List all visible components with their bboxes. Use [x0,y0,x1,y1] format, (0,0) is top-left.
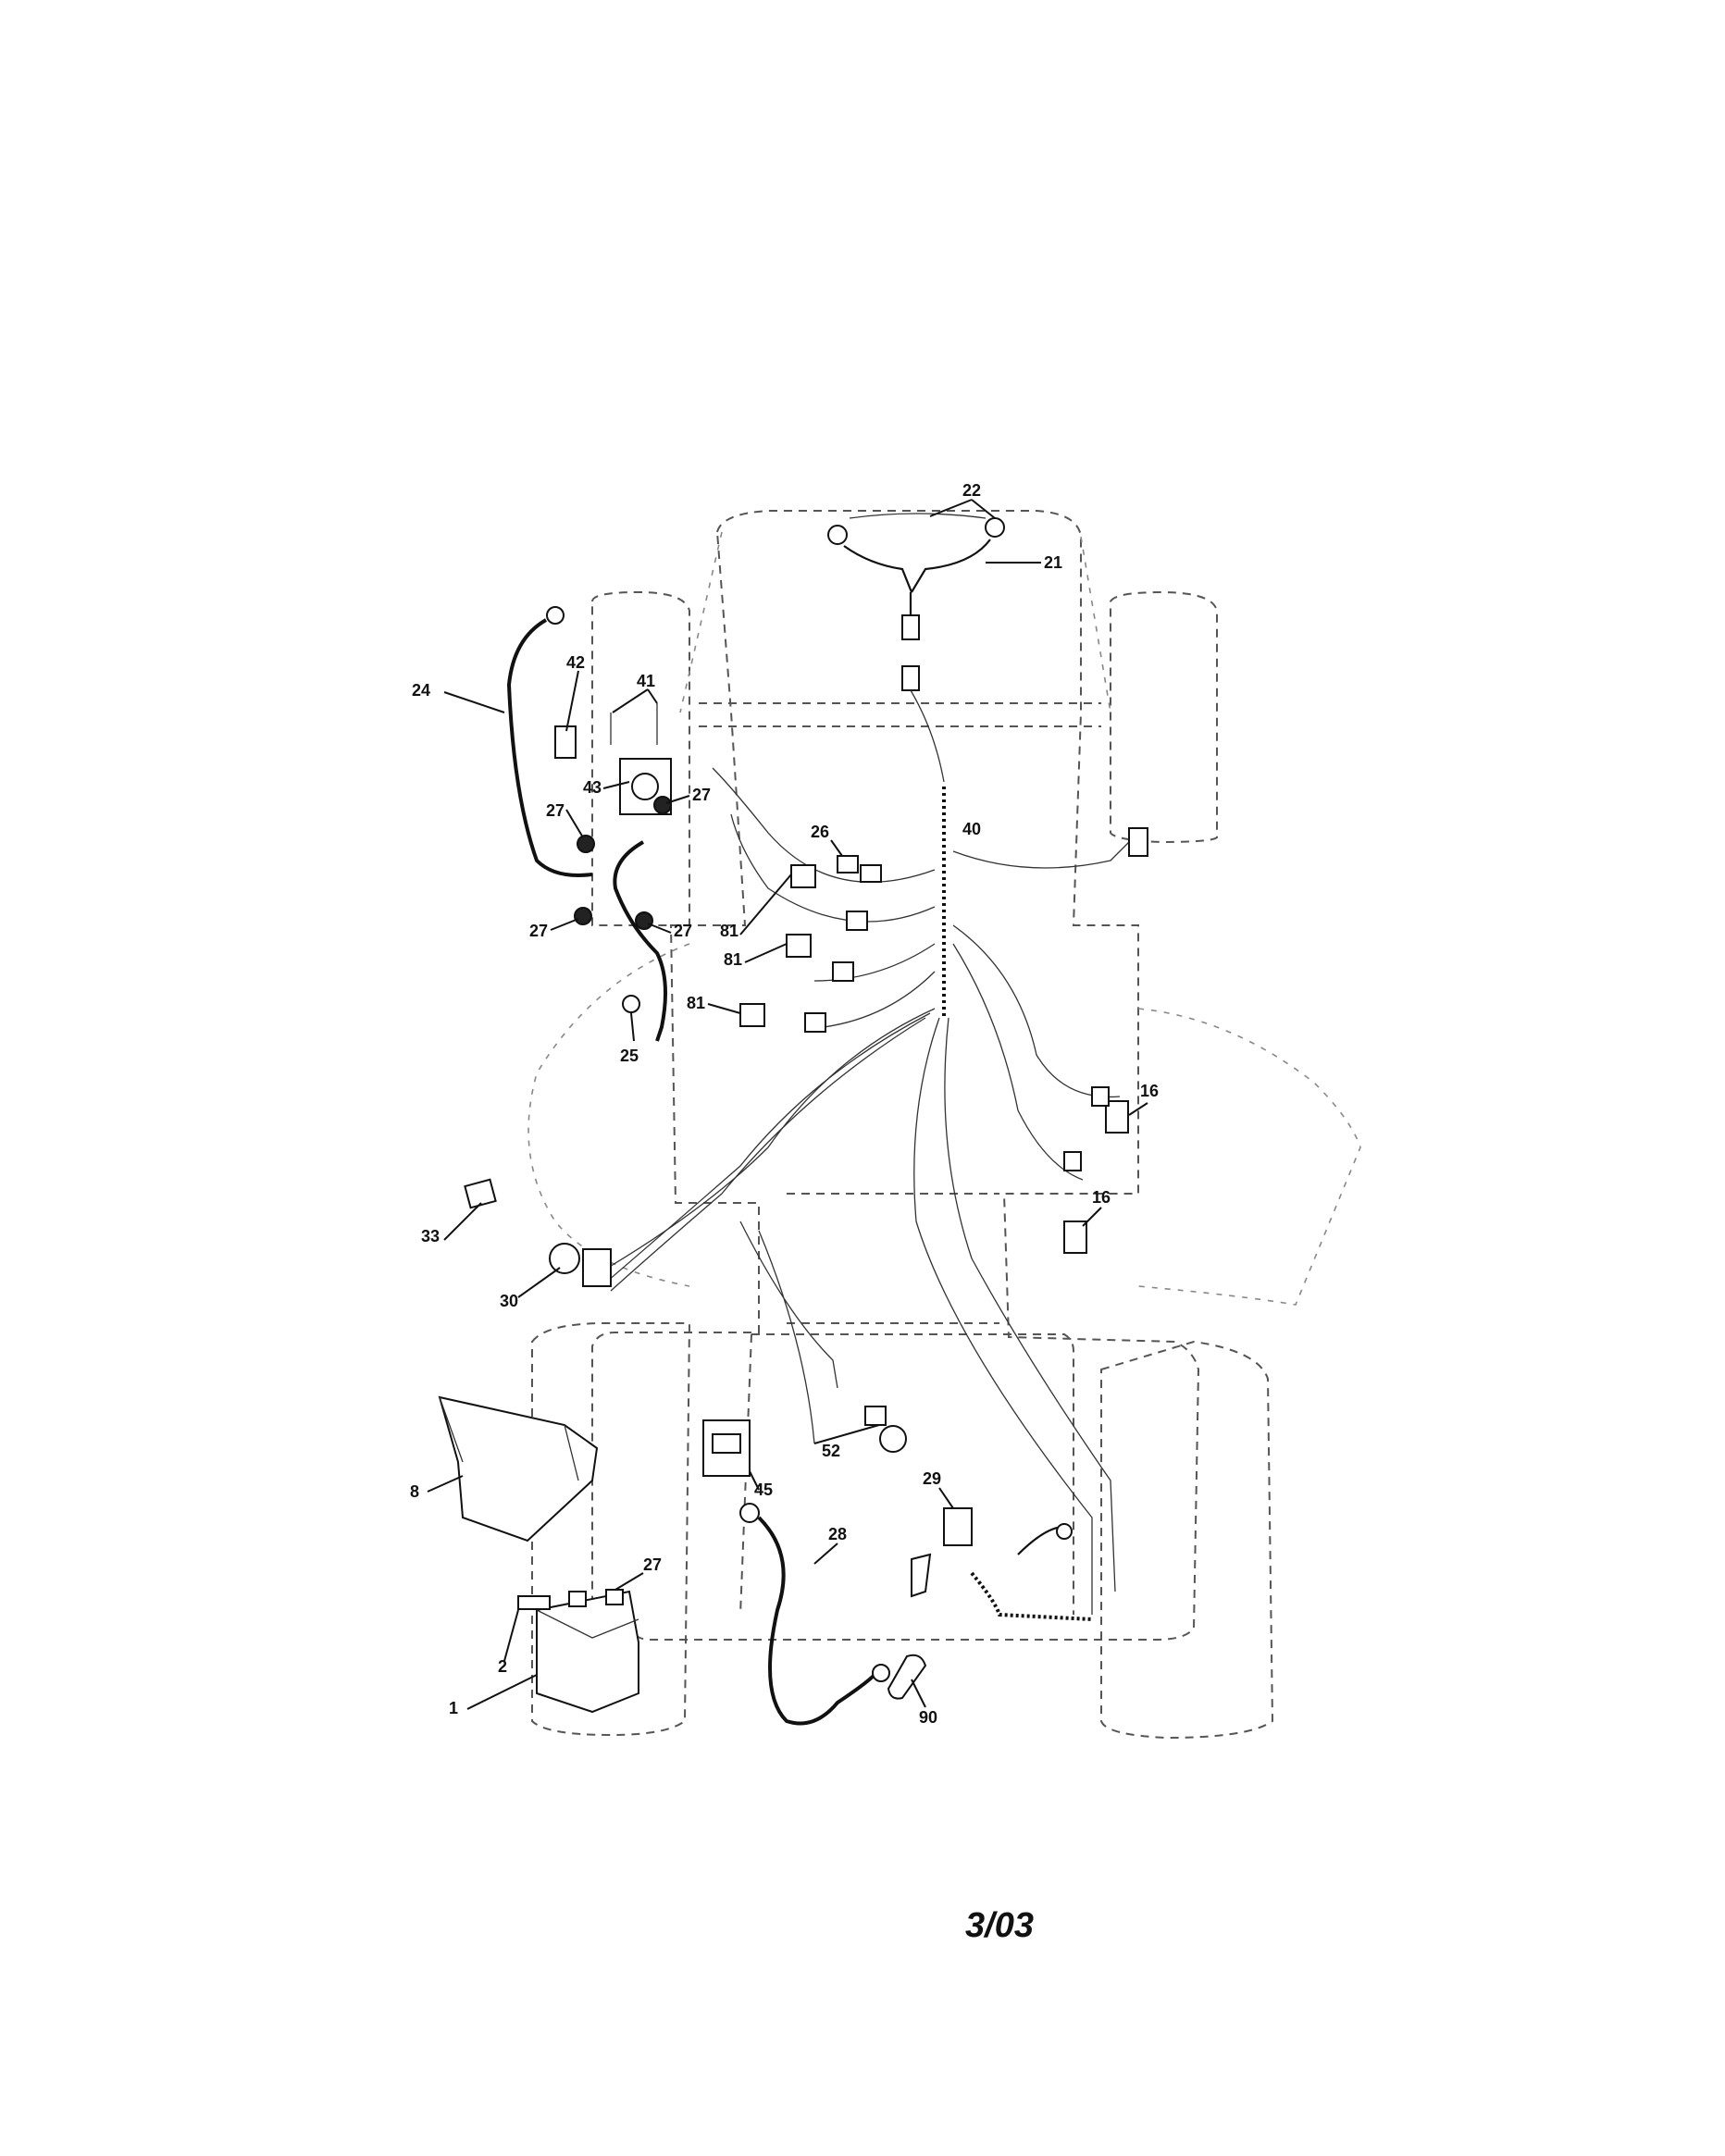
callout-29: 29 [923,1469,941,1488]
callout-27-a: 27 [546,801,565,820]
meter-lamp [702,1406,907,1477]
callout-90: 90 [919,1708,937,1727]
headlight-harness [827,513,1005,783]
tractor-outline [527,510,1361,1740]
callout-81-a: 81 [720,922,738,940]
solenoid-assembly [506,606,672,1042]
callout-42: 42 [566,653,585,672]
callout-41: 41 [637,672,655,690]
callout-25: 25 [620,1047,639,1065]
callout-81-b: 81 [724,950,742,969]
callout-2: 2 [498,1657,507,1676]
callout-27-b: 27 [692,786,711,804]
callout-40: 40 [962,820,981,838]
callout-27-e: 27 [643,1555,662,1574]
callout-81-c: 81 [687,994,705,1012]
callout-16-a: 16 [1140,1082,1159,1100]
callout-28: 28 [828,1525,847,1543]
callout-21: 21 [1044,553,1062,572]
date-code: 3/03 [965,1906,1034,1945]
callout-45: 45 [754,1481,773,1499]
callouts: 22 21 24 42 41 43 27 27 27 27 26 40 81 8… [410,481,1159,1727]
right-connectors [1063,827,1148,1254]
relays [739,855,882,1033]
battery [517,1589,639,1714]
callout-33: 33 [421,1227,440,1245]
main-harness [591,767,1139,1615]
callout-27-c: 27 [529,922,548,940]
leader-lines [427,499,1148,1710]
battery-box [438,1395,599,1543]
callout-27-d: 27 [674,922,692,940]
callout-30: 30 [500,1292,518,1310]
callout-43: 43 [583,778,602,797]
starter-area [911,1507,1093,1621]
callout-22: 22 [962,481,981,500]
callout-16-b: 16 [1092,1188,1111,1207]
callout-24: 24 [412,681,430,700]
ignition-area [464,1178,612,1287]
battery-cable [739,1503,927,1726]
callout-26: 26 [811,823,829,841]
callout-1: 1 [449,1699,458,1717]
callout-8: 8 [410,1482,419,1501]
callout-52: 52 [822,1442,840,1460]
